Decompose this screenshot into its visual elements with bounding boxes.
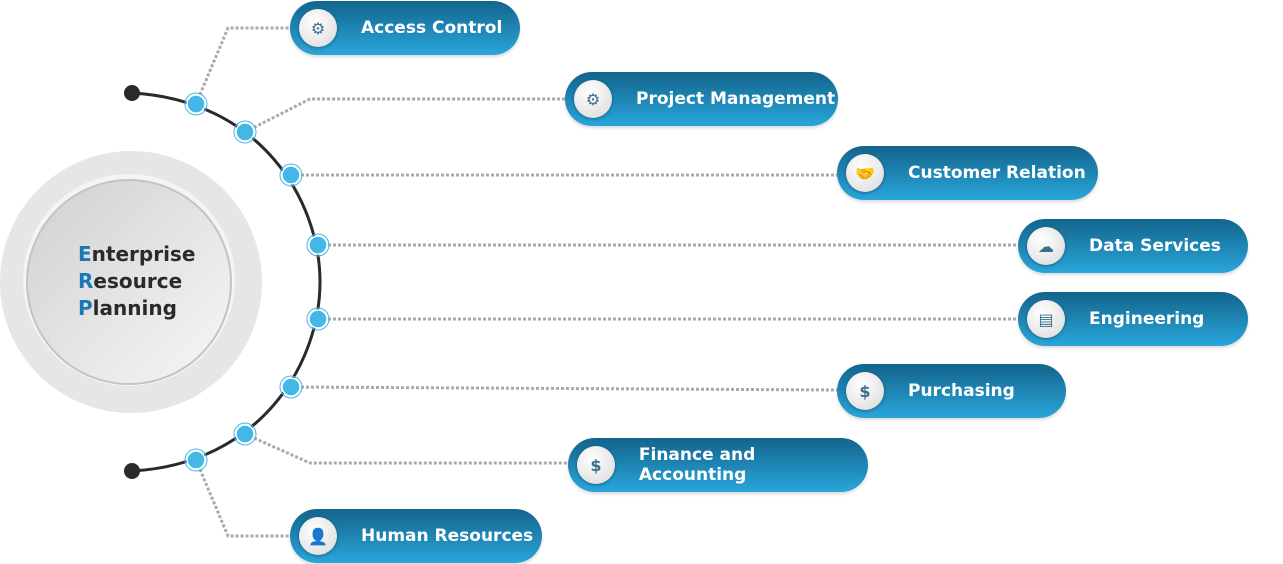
module-purchasing: $ Purchasing [837,364,1066,418]
module-label: Finance and Accounting [638,445,756,485]
module-label: Project Management [636,89,836,109]
erp-title: Enterprise Resource Planning [78,242,196,320]
access-control-icon: ⚙ [299,9,337,47]
module-label: Data Services [1089,236,1221,256]
cloud-network-icon: ☁ [1027,227,1065,265]
module-label: Purchasing [908,381,1015,401]
handshake-icon: 🤝 [846,154,884,192]
blueprint-icon: ▤ [1027,300,1065,338]
module-engineering: ▤ Engineering [1018,292,1248,346]
project-management-icon: ⚙ [574,80,612,118]
monitor-dollar-icon: $ [577,446,615,484]
module-finance-accounting: $ Finance and Accounting [568,438,868,492]
module-label: Human Resources [361,526,534,546]
people-icon: 👤 [299,517,337,555]
module-label: Engineering [1089,309,1205,329]
coin-hand-icon: $ [846,372,884,410]
module-human-resources: 👤 Human Resources [290,509,542,563]
module-customer-relation: 🤝 Customer Relation [837,146,1098,200]
module-access-control: ⚙ Access Control [290,1,520,55]
module-project-management: ⚙ Project Management [565,72,838,126]
module-data-services: ☁ Data Services [1018,219,1248,273]
module-label: Access Control [361,18,503,38]
module-label: Customer Relation [908,163,1086,183]
